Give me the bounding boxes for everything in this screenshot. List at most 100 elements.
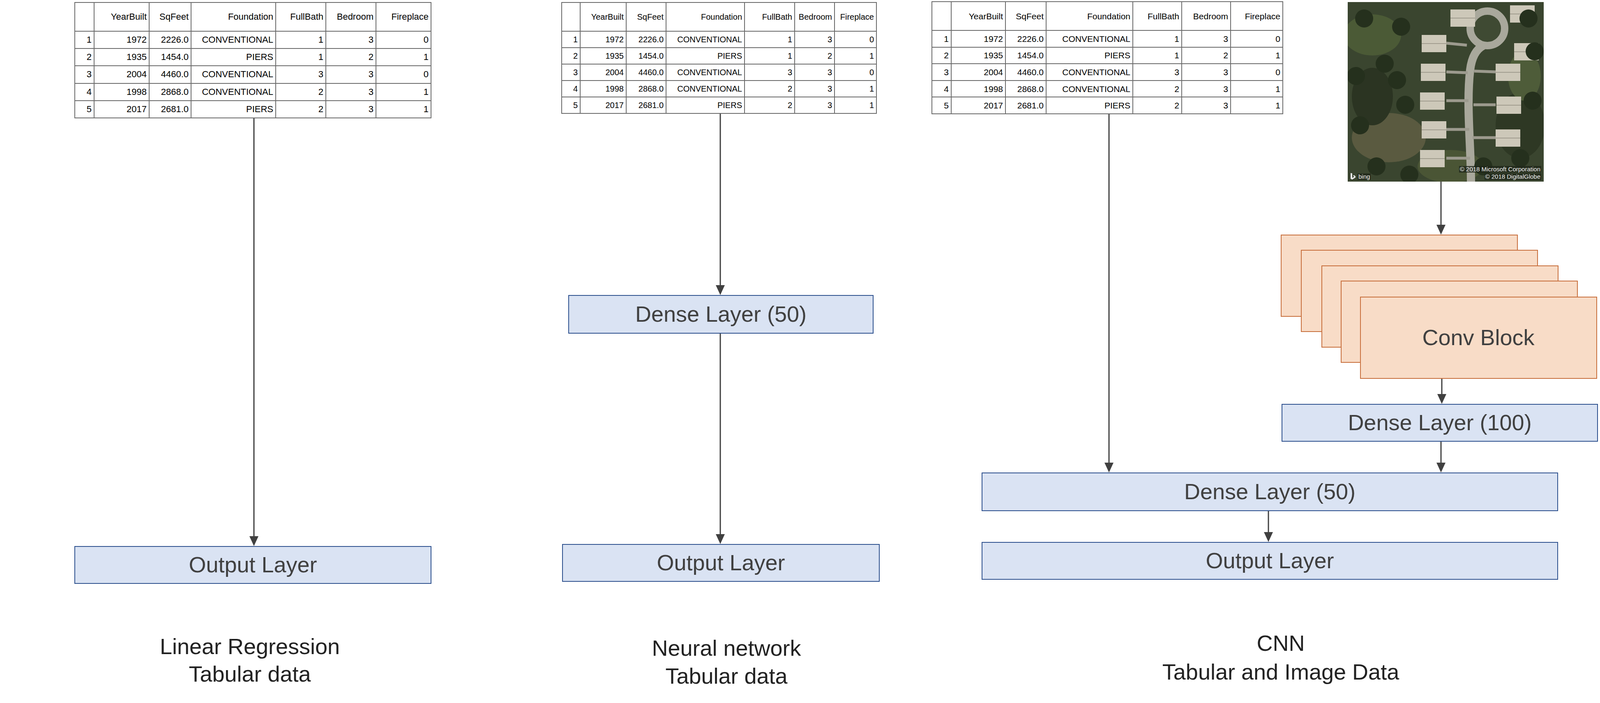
cell-text: 2681.0 [638, 101, 664, 110]
cell-text: PIERS [1104, 101, 1131, 110]
cell-text: 2868.0 [161, 87, 189, 97]
cell-text: 1 [943, 34, 949, 44]
cell-text: 2681.0 [1017, 101, 1044, 110]
table-cell: 3 [75, 66, 95, 84]
table-cell: CONVENTIONAL [1046, 64, 1134, 81]
table-cell: 2226.0 [626, 31, 667, 49]
cell-text: 3 [1223, 67, 1229, 77]
cell-text: FullBath [762, 12, 793, 21]
table-cell: Fireplace [1231, 2, 1284, 31]
table-cell: 0 [1231, 30, 1284, 48]
cell-text: CONVENTIONAL [201, 87, 274, 97]
cell-text: 4460.0 [161, 69, 189, 79]
cell-text: 3 [1174, 67, 1180, 77]
cell-text: 0 [869, 35, 874, 44]
cell-text: CONVENTIONAL [677, 35, 743, 44]
cell-text: 4460.0 [1017, 67, 1044, 77]
caption-text: CNN [1256, 630, 1305, 656]
table-cell: 3 [562, 64, 581, 81]
arrow-head [1104, 462, 1114, 473]
table-cell: 1454.0 [149, 48, 192, 67]
table-cell: 2017 [580, 97, 627, 114]
cell-text: 2017 [983, 101, 1003, 110]
table-cell: 1 [1231, 47, 1284, 65]
table-cell: 2 [562, 48, 581, 65]
cell-text: 3 [1223, 84, 1229, 94]
connector [715, 113, 725, 296]
cell-text: 2226.0 [638, 35, 664, 44]
connector [249, 118, 259, 547]
table-cell: 2 [75, 48, 95, 67]
table-cell: CONVENTIONAL [666, 64, 745, 81]
cell-text: 0 [869, 68, 874, 77]
table-cell: 1 [932, 30, 952, 48]
connector-line [253, 118, 255, 538]
cell-text: 3 [573, 68, 578, 77]
data-table: YearBuiltSqFeetFoundationFullBathBedroom… [561, 2, 877, 114]
table-cell: 2 [932, 47, 952, 65]
cell-text: 2 [943, 50, 949, 60]
table-cell: 1998 [94, 83, 150, 102]
layer-label: Dense Layer (50) [635, 302, 807, 327]
connector [1436, 441, 1446, 473]
cell-text: 2 [318, 104, 324, 114]
table-cell: 4 [75, 83, 95, 102]
table-cell: PIERS [1046, 97, 1134, 115]
bing-logo [1350, 172, 1356, 180]
cell-text: 1 [1275, 50, 1281, 60]
cell-text: 3 [787, 68, 793, 77]
table-cell: 4460.0 [1005, 64, 1047, 81]
table-cell: 1 [376, 48, 432, 67]
data-table: YearBuiltSqFeetFoundationFullBathBedroom… [74, 2, 432, 119]
table-cell: YearBuilt [94, 2, 150, 32]
cell-text: 2 [86, 52, 92, 62]
table-cell: Bedroom [326, 2, 377, 32]
caption-text: Linear Regression [159, 634, 340, 659]
table-cell: 1972 [94, 31, 150, 49]
table-cell: 2 [1182, 47, 1232, 65]
cell-text: 2 [827, 51, 833, 60]
cell-text: 2 [787, 84, 793, 93]
cell-text: 5 [573, 101, 578, 110]
table-cell: 2868.0 [1005, 80, 1047, 98]
table-cell: 1 [834, 97, 877, 114]
table-cell: 2004 [580, 64, 627, 81]
table-cell: 2681.0 [1005, 97, 1047, 115]
cell-text: 2226.0 [161, 35, 189, 45]
cell-text: SqFeet [1015, 11, 1044, 21]
cell-text: 4 [943, 84, 949, 94]
caption-text: Neural network [651, 635, 801, 661]
cell-text: PIERS [717, 51, 743, 60]
layer-box: Dense Layer (100) [1281, 403, 1598, 442]
cell-text: 5 [86, 104, 92, 114]
conv-block: Conv Block [1280, 234, 1598, 379]
table-cell: YearBuilt [951, 2, 1006, 31]
connector-line [1108, 114, 1110, 464]
table-cell: CONVENTIONAL [191, 83, 277, 102]
cell-text: 1972 [126, 35, 147, 45]
cell-text: 1 [573, 35, 578, 44]
cell-text: 1 [423, 87, 429, 97]
table-cell: CONVENTIONAL [1046, 80, 1134, 98]
table-cell: 1935 [580, 48, 627, 65]
cell-text: 1998 [605, 84, 625, 93]
cell-text: 1 [318, 52, 324, 62]
arrow-head [715, 285, 725, 296]
table-cell: 2 [744, 80, 796, 98]
table-cell: 2 [1133, 80, 1183, 98]
cell-text: 2004 [605, 68, 625, 77]
cell-text: PIERS [246, 52, 274, 62]
cell-text: 1 [1174, 50, 1180, 60]
conv-stack [1280, 234, 1598, 379]
table-cell: 4460.0 [626, 64, 667, 81]
cell-text: CONVENTIONAL [201, 35, 274, 45]
cell-text: CONVENTIONAL [1062, 67, 1131, 77]
table-cell: PIERS [1046, 47, 1134, 65]
image-credit: bing [1357, 173, 1371, 181]
connector [1437, 378, 1447, 404]
conv-label: Conv Block [1422, 325, 1535, 350]
table-cell: 3 [326, 31, 377, 49]
table-cell: CONVENTIONAL [666, 80, 745, 98]
table-cell: 1972 [951, 30, 1006, 48]
